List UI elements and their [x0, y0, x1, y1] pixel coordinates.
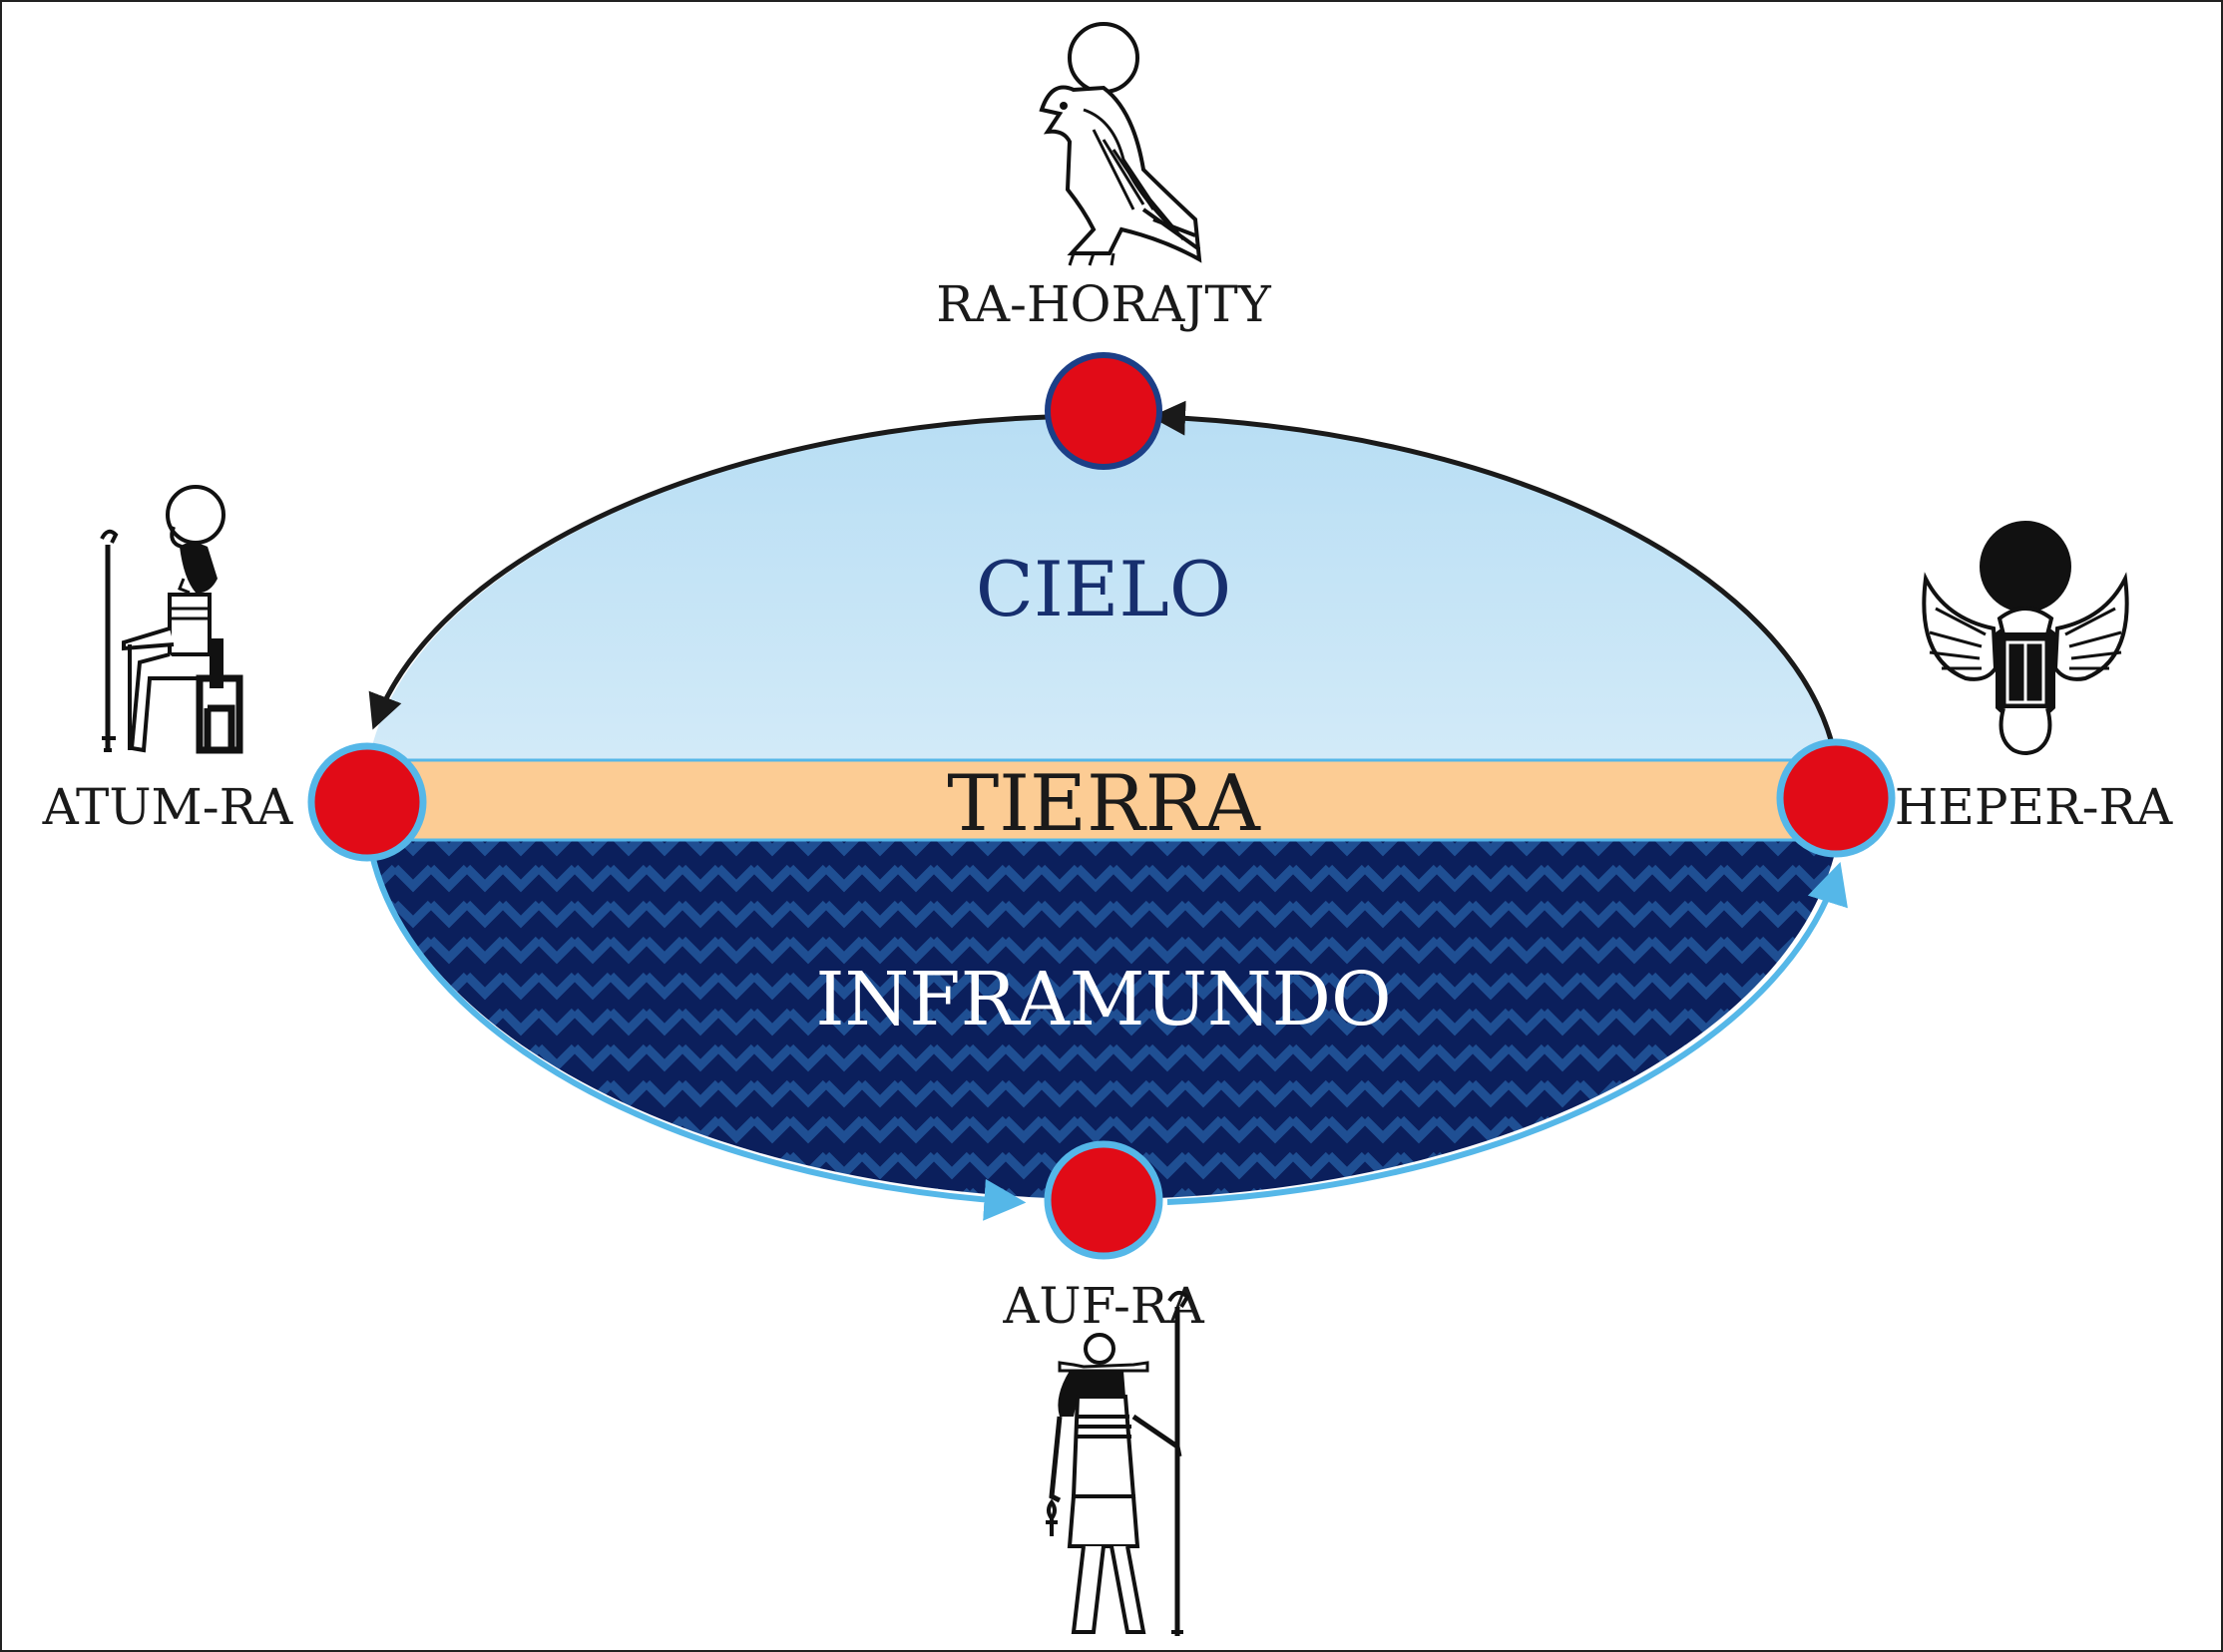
sun-marker-right — [1776, 738, 1896, 858]
ram-headed-deity-icon — [1046, 1290, 1190, 1636]
sky-region — [368, 417, 1839, 760]
station-label-top: RA-HORAJTY — [936, 275, 1271, 333]
orbit-lower-left-arc — [366, 839, 1027, 1221]
sky-label: CIELO — [976, 545, 1231, 633]
seated-deity-icon — [100, 485, 243, 754]
underworld-region — [369, 840, 1838, 1199]
orbit-upper-right-arc — [1150, 400, 1835, 744]
orbit-upper-left-arc — [368, 414, 1049, 730]
falcon-sun-icon — [1039, 22, 1202, 266]
underworld-label: INFRAMUNDO — [815, 957, 1391, 1042]
orbit-lower-right-arc — [1166, 861, 1848, 1205]
sun-marker-top — [1045, 352, 1162, 470]
sun-marker-left — [307, 742, 427, 862]
sun-marker-bottom — [1044, 1140, 1163, 1260]
station-label-bottom: AUF-RA — [1002, 1277, 1204, 1335]
earth-label: TIERRA — [947, 759, 1261, 849]
station-label-left: ATUM-RA — [42, 778, 294, 836]
station-label-right: HEPER-RA — [1895, 778, 2173, 836]
winged-scarab-icon — [1922, 521, 2129, 755]
